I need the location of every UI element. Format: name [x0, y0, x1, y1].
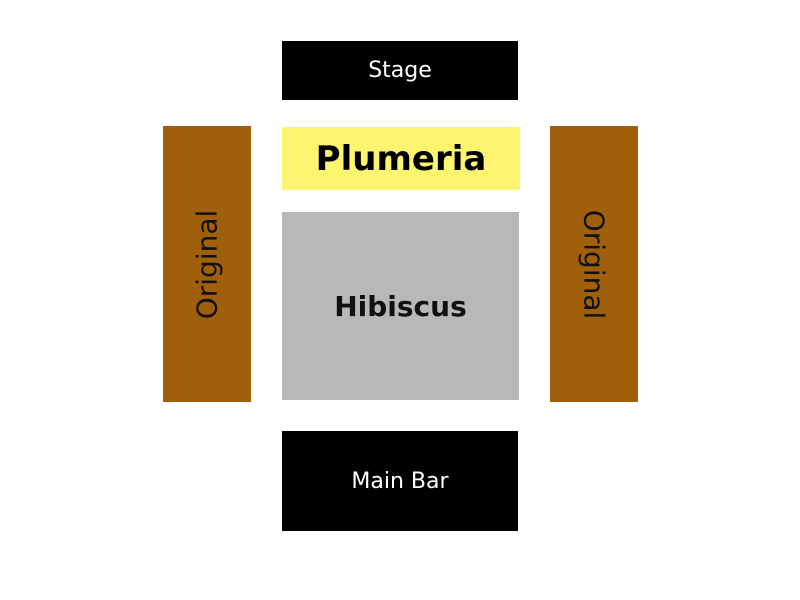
plumeria-section[interactable]: Plumeria	[282, 127, 520, 190]
plumeria-label: Plumeria	[315, 138, 487, 179]
hibiscus-label: Hibiscus	[334, 289, 467, 323]
hibiscus-section[interactable]: Hibiscus	[282, 212, 519, 400]
original-right-section[interactable]: Original	[550, 126, 638, 402]
stage-area[interactable]: Stage	[282, 41, 518, 100]
original-left-section[interactable]: Original	[163, 126, 251, 402]
main-bar-label: Main Bar	[351, 468, 449, 494]
original-left-label: Original	[190, 209, 224, 319]
main-bar-area[interactable]: Main Bar	[282, 431, 518, 531]
stage-label: Stage	[368, 58, 432, 83]
original-right-label: Original	[577, 209, 611, 319]
